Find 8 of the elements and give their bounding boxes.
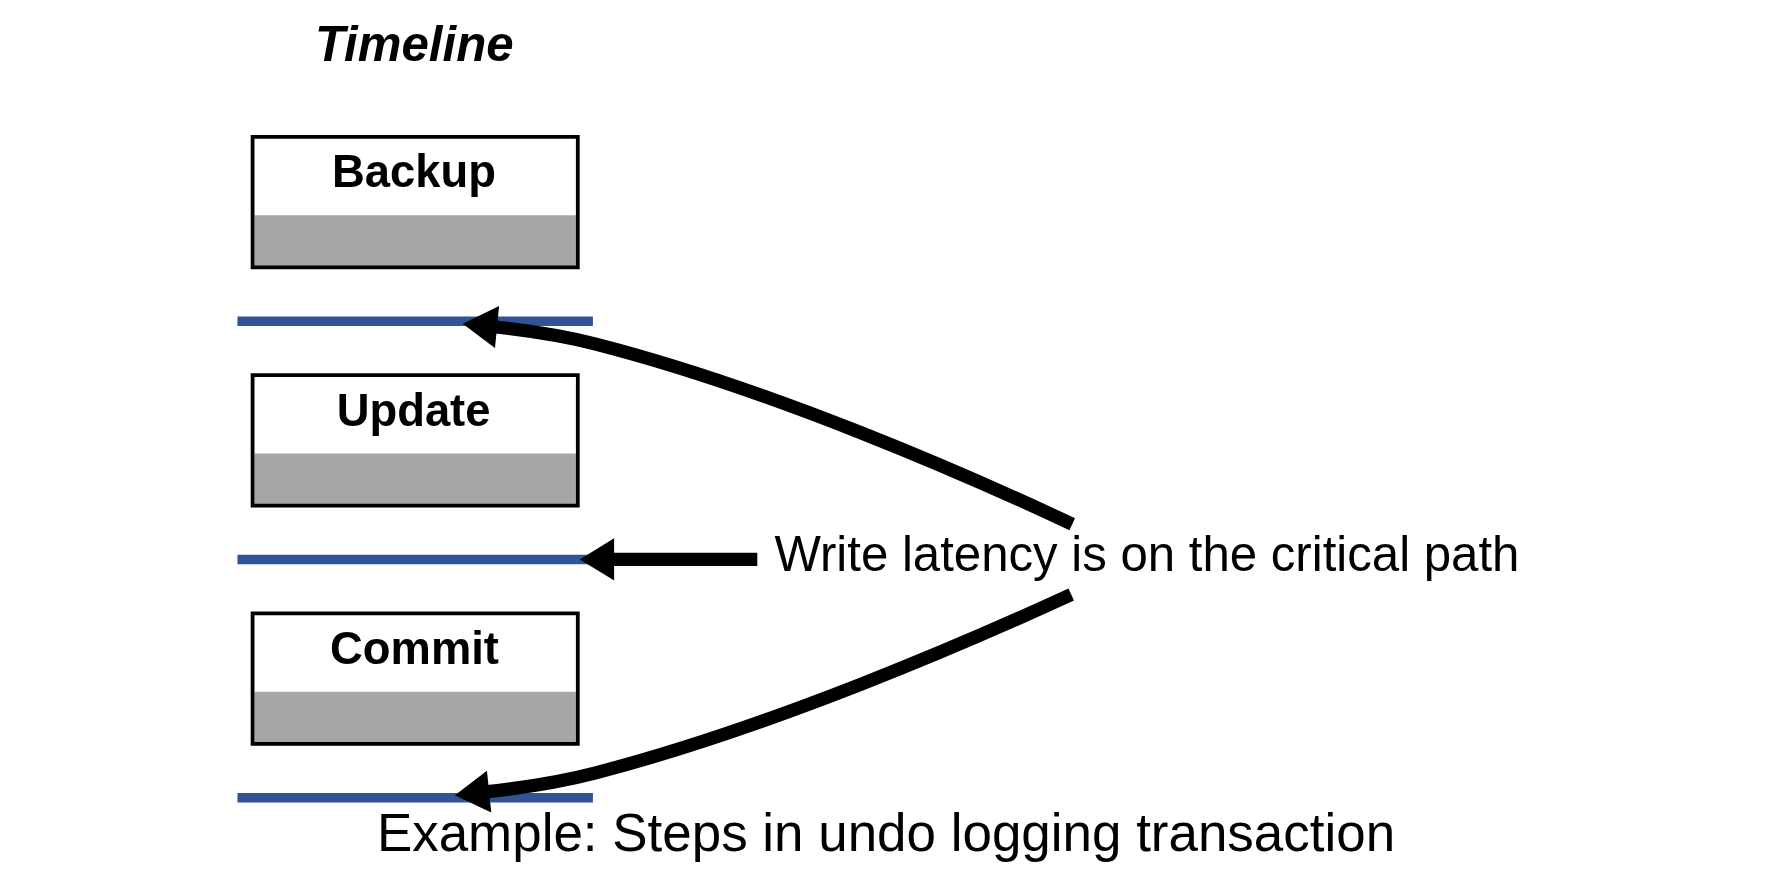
arrow: [462, 306, 1075, 531]
label: Timeline: [314, 15, 514, 71]
node-bar: [237, 316, 593, 326]
node-bar: [237, 792, 593, 803]
arrow: [579, 538, 758, 581]
caption: Example: Steps in undo logging transaction: [376, 803, 1396, 863]
node-text: Write latency is on the critical path: [774, 526, 1520, 582]
arrow: [454, 588, 1074, 813]
